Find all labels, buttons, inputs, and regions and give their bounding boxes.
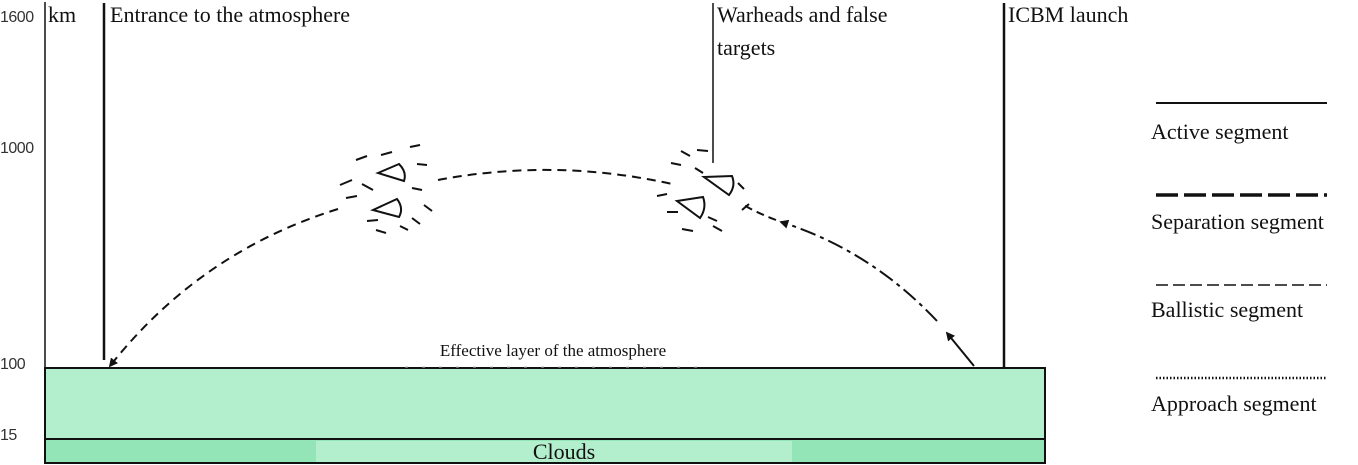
- false-target-debris: [656, 149, 750, 232]
- warhead-cone-icon: [375, 162, 406, 183]
- legend-label-separation: Separation segment: [1151, 209, 1324, 234]
- tick-label-100: 100: [0, 356, 26, 373]
- legend-label-ballistic: Ballistic segment: [1151, 297, 1303, 322]
- axis-unit-label: km: [48, 2, 76, 27]
- legend: Active segment Separation segment Ballis…: [1151, 102, 1327, 416]
- false-target-debris: [339, 144, 433, 234]
- warhead-cone-icon: [370, 197, 403, 219]
- warhead-cluster-right: [656, 149, 750, 232]
- legend-label-active: Active segment: [1151, 119, 1288, 144]
- separation-segment-path: [779, 219, 938, 322]
- separation-segment-tail: [741, 203, 777, 221]
- warhead-cone-icon: [674, 195, 706, 220]
- active-segment-path: [945, 331, 975, 367]
- warheads-label-line1: Warheads and false: [717, 2, 887, 27]
- clouds-label: Clouds: [533, 439, 595, 464]
- descent-segment-path: [108, 208, 339, 368]
- tick-label-15: 15: [0, 427, 17, 444]
- icbm-launch-label: ICBM launch: [1008, 2, 1128, 27]
- tick-label-1000: 1000: [0, 140, 34, 157]
- legend-label-approach: Approach segment: [1151, 391, 1317, 416]
- ballistic-segment-path: [437, 168, 673, 185]
- tick-label-1600: 1600: [0, 9, 34, 26]
- entrance-label: Entrance to the atmosphere: [110, 2, 350, 27]
- effective-layer-label: Effective layer of the atmosphere: [440, 341, 666, 360]
- warhead-cone-icon: [701, 174, 735, 197]
- warheads-label-line2: targets: [717, 35, 775, 60]
- atmosphere-layer: [44, 367, 1046, 440]
- clouds-label-backdrop: [316, 441, 792, 462]
- warhead-cluster-left: [339, 144, 433, 234]
